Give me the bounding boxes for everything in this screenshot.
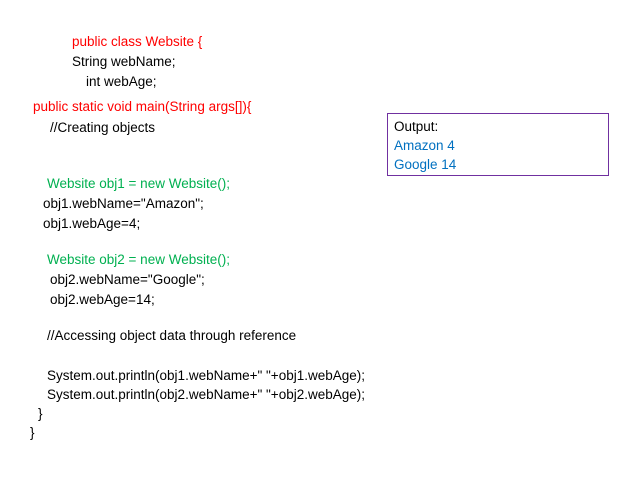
close-main-brace: }: [38, 406, 43, 421]
class-declaration: public class Website {: [72, 34, 203, 49]
output-box: Output: Amazon 4 Google 14: [387, 113, 609, 176]
output-line-google: Google 14: [394, 157, 457, 172]
field-webage: int webAge;: [86, 74, 157, 89]
comment-creating-objects: //Creating objects: [50, 120, 156, 135]
output-line-amazon: Amazon 4: [394, 138, 455, 153]
obj2-instantiation: Website obj2 = new Website();: [47, 252, 230, 267]
obj1-set-webname: obj1.webName="Amazon";: [43, 196, 204, 211]
obj1-set-webage: obj1.webAge=4;: [43, 216, 141, 231]
println-obj1: System.out.println(obj1.webName+" "+obj1…: [47, 368, 366, 383]
obj1-instantiation: Website obj1 = new Website();: [47, 176, 230, 191]
output-title: Output:: [394, 119, 439, 134]
field-webname: String webName;: [72, 54, 176, 69]
main-method-declaration: public static void main(String args[]){: [33, 99, 252, 114]
close-class-brace: }: [30, 425, 35, 440]
println-obj2: System.out.println(obj2.webName+" "+obj2…: [47, 387, 366, 402]
comment-accessing-data: //Accessing object data through referenc…: [47, 328, 297, 343]
obj2-set-webage: obj2.webAge=14;: [50, 292, 155, 307]
obj2-set-webname: obj2.webName="Google";: [50, 272, 205, 287]
